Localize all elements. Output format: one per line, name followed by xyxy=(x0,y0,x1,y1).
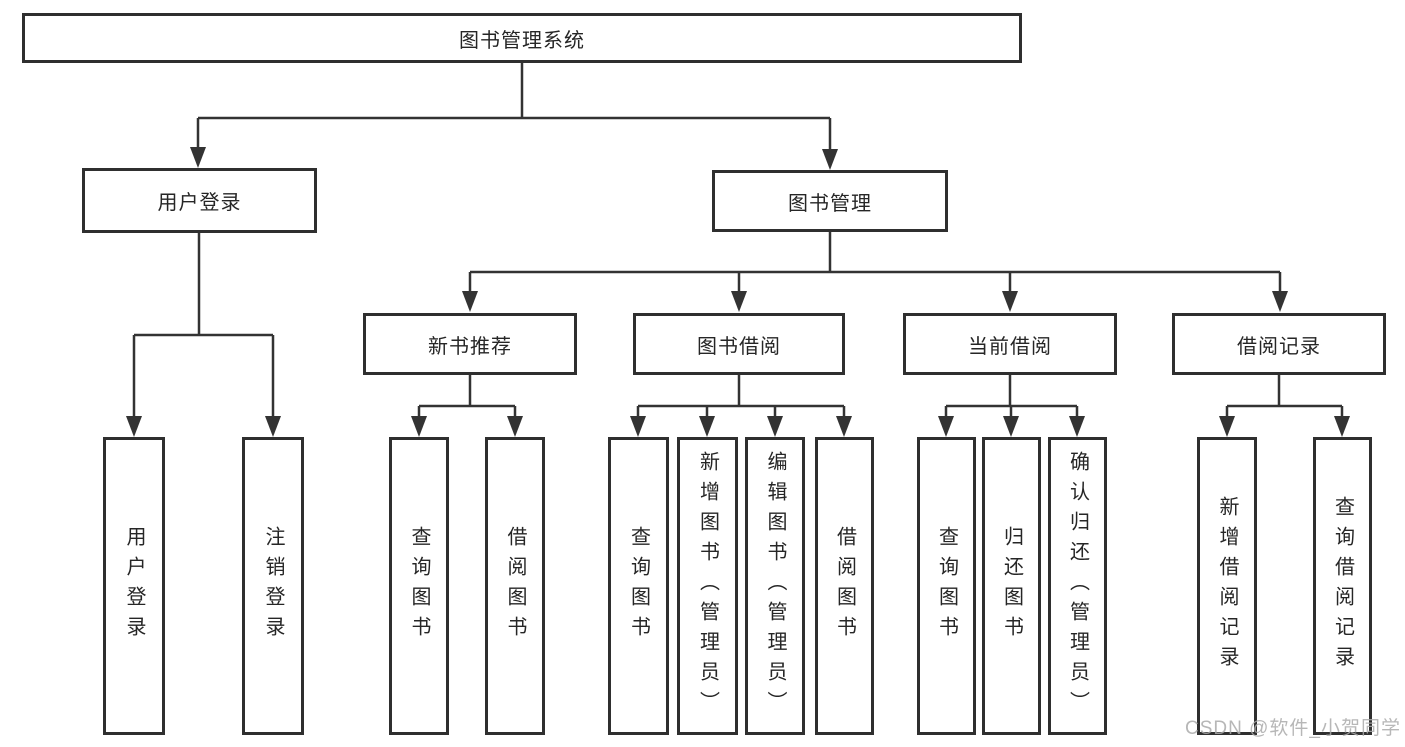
connector-user-login-to-leaves xyxy=(126,233,281,437)
node-book-borrow: 图书借阅 xyxy=(633,313,845,375)
node-borrow-records-label: 借阅记录 xyxy=(1237,335,1321,358)
leaf-query-borrow-record: 查询借阅记录 xyxy=(1313,437,1372,735)
node-borrow-records: 借阅记录 xyxy=(1172,313,1386,375)
node-current-borrow: 当前借阅 xyxy=(903,313,1117,375)
leaf-confirm-return-admin-label: 确认归还（管理员） xyxy=(1066,451,1089,721)
leaf-query-books-current: 查询图书 xyxy=(917,437,976,735)
node-user-login-label: 用户登录 xyxy=(157,192,242,214)
node-root: 图书管理系统 xyxy=(22,13,1022,63)
csdn-watermark: CSDN @软件_小贺同学 xyxy=(1185,718,1401,739)
leaf-add-borrow-record-label: 新增借阅记录 xyxy=(1216,496,1238,676)
leaf-logout-login-label: 注销登录 xyxy=(262,526,284,646)
node-book-mgmt: 图书管理 xyxy=(712,170,948,232)
connector-new-book-to-leaves xyxy=(411,375,523,437)
node-root-label: 图书管理系统 xyxy=(459,29,585,52)
leaf-user-login: 用户登录 xyxy=(103,437,165,735)
node-current-borrow-label: 当前借阅 xyxy=(968,335,1052,358)
leaf-add-books-admin: 新增图书（管理员） xyxy=(677,437,738,735)
leaf-query-books-borrow: 查询图书 xyxy=(608,437,669,735)
leaf-edit-books-admin-label: 编辑图书（管理员） xyxy=(764,451,786,721)
leaf-add-books-admin-label: 新增图书（管理员） xyxy=(696,451,719,721)
leaf-logout-login: 注销登录 xyxy=(242,437,304,735)
connector-book-borrow-to-leaves xyxy=(630,375,852,437)
connector-current-borrow-to-leaves xyxy=(938,375,1085,437)
leaf-query-books-newbook-label: 查询图书 xyxy=(408,526,430,646)
connector-borrow-record-to-leaves xyxy=(1219,375,1350,437)
connector-root-to-level2 xyxy=(190,63,838,170)
leaf-return-books-label: 归还图书 xyxy=(1000,526,1023,646)
leaf-add-borrow-record: 新增借阅记录 xyxy=(1197,437,1257,735)
leaf-query-books-borrow-label: 查询图书 xyxy=(627,526,650,646)
node-new-book-recommend: 新书推荐 xyxy=(363,313,577,375)
leaf-return-books: 归还图书 xyxy=(982,437,1041,735)
leaf-user-login-label: 用户登录 xyxy=(123,526,145,646)
leaf-borrow-books-borrow-label: 借阅图书 xyxy=(833,526,856,646)
leaf-borrow-books-newbook-label: 借阅图书 xyxy=(504,526,526,646)
leaf-query-books-newbook: 查询图书 xyxy=(389,437,449,735)
leaf-edit-books-admin: 编辑图书（管理员） xyxy=(745,437,805,735)
node-book-borrow-label: 图书借阅 xyxy=(697,335,781,358)
connector-book-mgmt-to-level3 xyxy=(462,232,1288,312)
leaf-confirm-return-admin: 确认归还（管理员） xyxy=(1048,437,1107,735)
leaf-query-books-current-label: 查询图书 xyxy=(935,526,958,646)
leaf-query-borrow-record-label: 查询借阅记录 xyxy=(1331,496,1354,676)
node-user-login: 用户登录 xyxy=(82,168,317,233)
node-book-mgmt-label: 图书管理 xyxy=(788,192,872,215)
leaf-borrow-books-newbook: 借阅图书 xyxy=(485,437,545,735)
node-new-book-label: 新书推荐 xyxy=(428,335,512,358)
leaf-borrow-books-borrow: 借阅图书 xyxy=(815,437,874,735)
